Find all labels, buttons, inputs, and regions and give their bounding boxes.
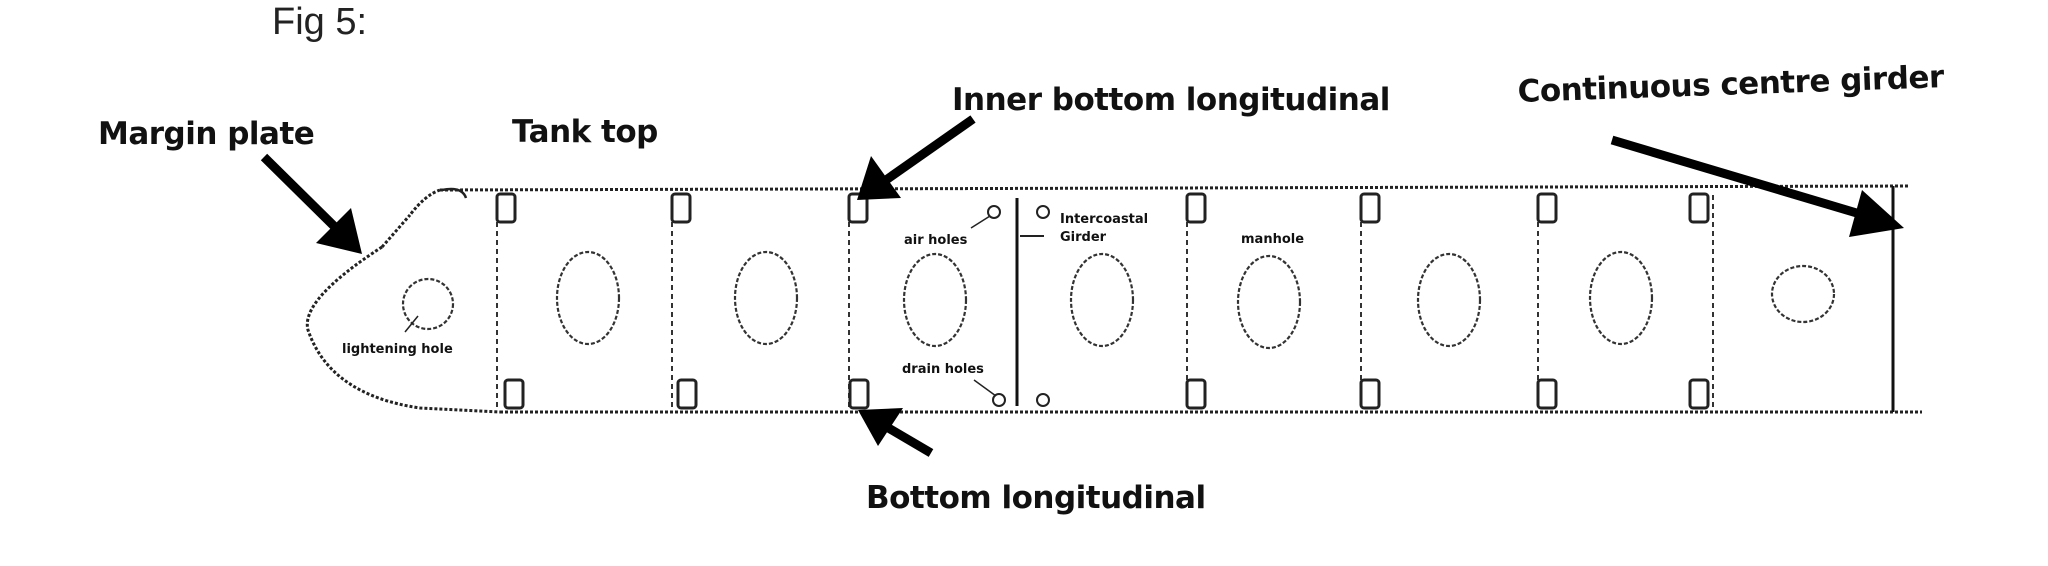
bottom-longitudinal-arrow <box>858 408 934 457</box>
longitudinal-brackets <box>495 192 1710 410</box>
margin-plate-curve <box>305 245 501 414</box>
lightening-holes <box>401 250 1836 350</box>
bottom-longitudinal-bracket <box>503 378 525 410</box>
drain-hole <box>992 393 1006 407</box>
inner-bottom-longitudinal-label: Inner bottom longitudinal <box>952 82 1390 118</box>
inner-bottom-longitudinal-bracket <box>847 192 869 224</box>
intercoastal-girder-label-line1: Intercoastal <box>1060 212 1148 227</box>
lightening-hole-leader <box>404 315 419 333</box>
drain-holes-leader <box>973 379 997 397</box>
tank-top-label: Tank top <box>512 114 658 150</box>
continuous-centre-girder-arrow <box>1610 135 1904 237</box>
lightening-hole <box>401 277 455 331</box>
lightening-hole <box>902 252 968 348</box>
inner-bottom-longitudinal-bracket <box>670 192 692 224</box>
tank-top-plating <box>439 184 1909 192</box>
figure-title: Fig 5: <box>272 1 367 43</box>
tank-top-bracket-curve <box>441 187 468 199</box>
callout-arrows <box>260 115 1904 457</box>
margin-plate-arrow <box>260 153 362 254</box>
inner-bottom-longitudinal-arrow <box>857 115 976 200</box>
bottom-longitudinal-bracket <box>1536 378 1558 410</box>
lightening-hole <box>1416 252 1482 348</box>
intercoastal-girder <box>1015 198 1044 406</box>
drain-holes-label: drain holes <box>902 362 984 377</box>
lightening-hole <box>1588 250 1654 346</box>
intercoastal-girder-label-line2: Girder <box>1060 230 1107 245</box>
air-hole <box>987 205 1001 219</box>
leader-lines <box>404 215 997 397</box>
drain-hole <box>1036 393 1050 407</box>
inner-bottom-longitudinal-bracket <box>1185 192 1207 224</box>
margin-plate-top <box>380 214 412 248</box>
air-holes-label: air holes <box>904 233 968 248</box>
inner-bottom-longitudinal-bracket <box>1688 192 1710 224</box>
lightening-hole <box>1770 264 1836 324</box>
inner-bottom-longitudinal-bracket <box>495 192 517 224</box>
lightening-hole <box>1069 252 1135 348</box>
inner-bottom-longitudinal-bracket <box>1359 192 1381 224</box>
air-holes-leader <box>970 215 991 229</box>
lightening-hole-label: lightening hole <box>342 342 453 357</box>
lightening-hole <box>555 250 621 346</box>
air-and-drain-holes <box>987 205 1050 407</box>
tank-top-knuckle <box>408 188 441 216</box>
continuous-centre-girder-label: Continuous centre girder <box>1517 59 1946 110</box>
bottom-longitudinal-bracket <box>1688 378 1710 410</box>
inner-bottom-longitudinal-bracket <box>1536 192 1558 224</box>
manhole <box>1236 254 1302 350</box>
bottom-longitudinal-bracket <box>848 378 870 410</box>
bottom-longitudinal-bracket <box>676 378 698 410</box>
manhole-label: manhole <box>1241 232 1304 247</box>
margin-plate-label: Margin plate <box>98 116 314 152</box>
lightening-hole <box>733 250 799 346</box>
bottom-longitudinal-bracket <box>1359 378 1381 410</box>
air-hole <box>1036 205 1050 219</box>
bottom-longitudinal-bracket <box>1185 378 1207 410</box>
bottom-longitudinal-label: Bottom longitudinal <box>866 480 1206 516</box>
